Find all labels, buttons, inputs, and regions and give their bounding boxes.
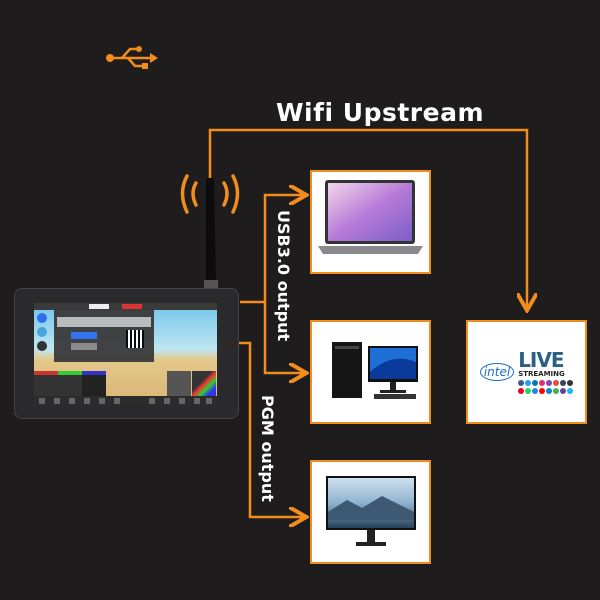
desktop-pc-box xyxy=(310,320,431,424)
desktop-pc-icon xyxy=(332,342,418,399)
monitor-box xyxy=(310,460,431,564)
usb-icon xyxy=(106,46,158,69)
monitor-icon xyxy=(326,476,416,546)
usb-line-laptop xyxy=(240,195,304,304)
intel-logo: intel xyxy=(479,363,515,381)
live-streaming-box: intel LIVE STREAMING xyxy=(466,320,587,424)
pgm-line xyxy=(232,341,304,517)
wifi-upstream-label: Wifi Upstream xyxy=(275,98,485,127)
streaming-subtitle: STREAMING xyxy=(518,370,565,378)
live-title: LIVE xyxy=(518,348,564,372)
device-screen xyxy=(34,303,217,406)
antenna xyxy=(206,178,216,285)
social-icons xyxy=(518,380,574,386)
streaming-device xyxy=(14,288,239,419)
usb-line-pc xyxy=(263,302,304,373)
wifi-upstream-line xyxy=(208,128,527,308)
wifi-signal-icon xyxy=(180,174,240,214)
usb-output-label: USB3.0 output xyxy=(274,210,293,342)
laptop-box xyxy=(310,170,431,274)
laptop-icon xyxy=(318,180,423,254)
pgm-output-label: PGM output xyxy=(258,395,277,502)
